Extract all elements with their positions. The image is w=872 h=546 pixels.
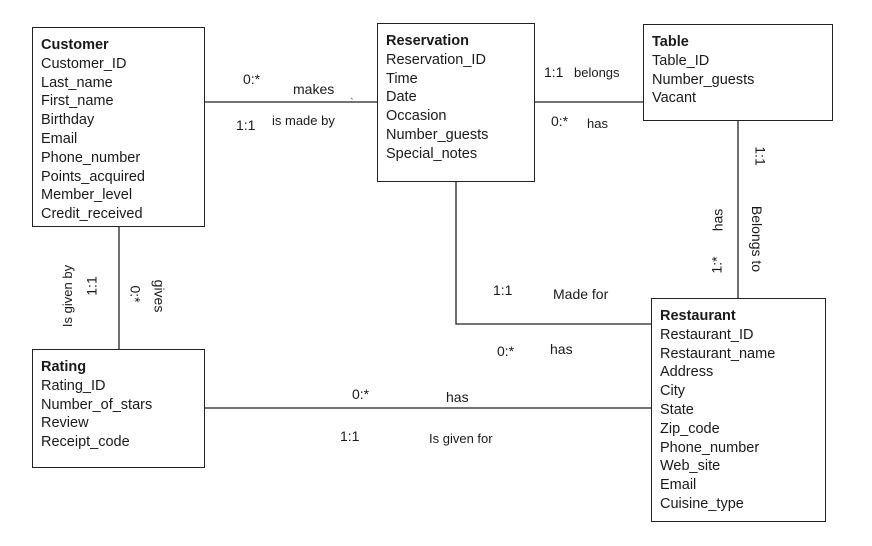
rating-attr: Receipt_code	[41, 434, 130, 451]
relationship-label: has	[446, 389, 469, 405]
relationship-label: is made by	[272, 113, 335, 128]
restaurant-attr: Restaurant_name	[660, 345, 776, 362]
relationship-label: gives	[151, 279, 168, 313]
cardinality-label: 1:*	[708, 256, 725, 274]
line-reservation-restaurant	[455, 182, 652, 325]
restaurant-attr: Zip_code	[660, 420, 720, 437]
customer-attr: First_name	[41, 93, 114, 110]
table-attr: Vacant	[652, 90, 697, 107]
reservation-attr: Number_guests	[386, 126, 489, 143]
reservation-attr: Occasion	[386, 108, 447, 125]
rating-attr: Number_of_stars	[41, 396, 153, 413]
restaurant-attr: Address	[660, 364, 714, 381]
reservation-entity: Reservation Reservation_ID Time Date Occ…	[377, 23, 535, 182]
relationship-label: has	[550, 341, 573, 357]
restaurant-attr: Restaurant_ID	[660, 326, 754, 343]
relationship-label: has	[587, 116, 608, 131]
reservation-title: Reservation	[386, 33, 470, 49]
cardinality-label: 0:*	[497, 343, 515, 359]
reservation-attr: Reservation_ID	[386, 51, 486, 68]
table-entity: Table Table_ID Number_guests Vacant	[643, 24, 833, 121]
customer-attr: Email	[41, 130, 78, 147]
cardinality-label: 1:1	[544, 64, 564, 80]
customer-attr: Customer_ID	[41, 55, 127, 72]
restaurant-attr: State	[660, 401, 694, 418]
cardinality-label: 1:1	[83, 276, 100, 296]
relationship-label: makes	[293, 81, 335, 97]
relationship-label: Made for	[553, 286, 609, 302]
customer-attr: Birthday	[41, 112, 95, 129]
customer-attr: Last_name	[41, 74, 113, 91]
restaurant-attr: Email	[660, 477, 697, 494]
relationship-label: has	[709, 208, 726, 232]
relationship-label: Is given for	[429, 431, 493, 446]
table-attr: Number_guests	[652, 71, 755, 88]
reservation-attr: Special_notes	[386, 145, 478, 162]
rating-title: Rating	[41, 359, 87, 375]
cardinality-label: 1:1	[340, 428, 360, 444]
cardinality-label: 0:*	[127, 285, 144, 303]
relationship-label: Is given by	[60, 264, 76, 328]
customer-entity: Customer Customer_ID Last_name First_nam…	[32, 27, 205, 227]
cardinality-label: 0:*	[551, 113, 569, 129]
customer-title: Customer	[41, 37, 109, 53]
cardinality-label: 0:*	[352, 386, 370, 402]
cardinality-label: 1:1	[236, 117, 256, 133]
customer-attr: Phone_number	[41, 149, 141, 166]
customer-attr: Points_acquired	[41, 168, 145, 185]
rating-attr: Rating_ID	[41, 377, 106, 394]
relationship-label: belongs	[574, 65, 620, 80]
cardinality-label: 1:1	[493, 282, 513, 298]
restaurant-title: Restaurant	[660, 308, 736, 324]
customer-attr: Member_level	[41, 187, 133, 204]
restaurant-entity: Restaurant Restaurant_ID Restaurant_name…	[651, 298, 826, 522]
rating-entity: Rating Rating_ID Number_of_stars Review …	[32, 349, 205, 468]
stray-tick-mark: `	[350, 97, 354, 109]
reservation-attr: Date	[386, 89, 417, 106]
table-title: Table	[652, 34, 689, 50]
restaurant-attr: Cuisine_type	[660, 495, 744, 512]
rating-attr: Review	[41, 415, 89, 432]
restaurant-attr: City	[660, 383, 685, 400]
cardinality-label: 1:1	[752, 146, 769, 166]
customer-attr: Credit_received	[41, 206, 143, 223]
cardinality-label: 0:*	[243, 71, 261, 87]
relationship-label: Belongs to	[749, 205, 766, 273]
restaurant-attr: Phone_number	[660, 439, 760, 456]
table-attr: Table_ID	[652, 52, 710, 69]
reservation-attr: Time	[386, 70, 418, 87]
restaurant-attr: Web_site	[660, 458, 721, 475]
